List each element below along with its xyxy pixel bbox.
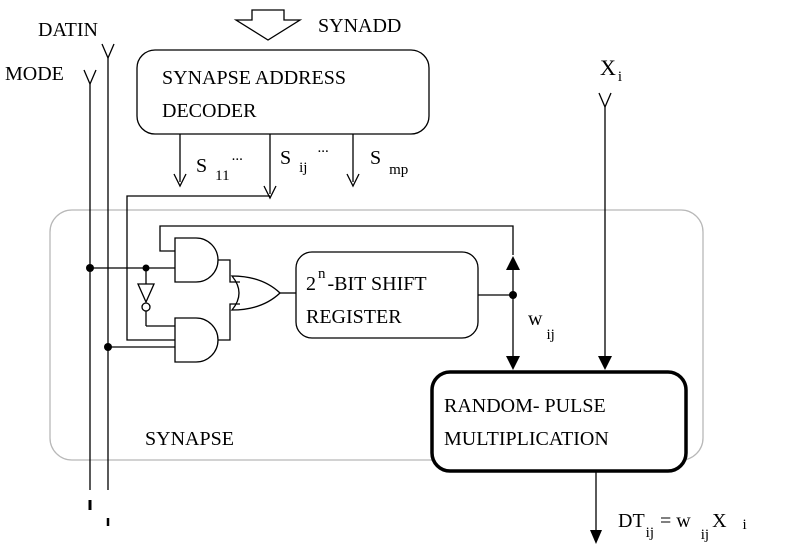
inverter-bubble-icon	[141, 302, 151, 312]
and1-to-or-wire	[218, 259, 240, 283]
weight-arrow-icon	[506, 356, 520, 370]
decoder-title-line1: SYNAPSE ADDRESS	[162, 67, 346, 89]
mode-label: MODE	[5, 63, 64, 85]
s11-arrow-icon	[173, 173, 187, 188]
and2-to-or-wire	[218, 303, 240, 341]
xi-input-icon	[598, 92, 612, 109]
output-arrow-icon	[590, 530, 602, 544]
mode-junction	[86, 264, 94, 272]
datin-input-icon	[101, 43, 115, 60]
random-pulse-multiplication	[430, 370, 688, 473]
decoder-title-line2: DECODER	[162, 100, 257, 122]
weight-label: wij	[528, 308, 555, 343]
and-gate-1-icon	[174, 237, 219, 283]
synapse-address-decoder	[136, 49, 430, 135]
multiplier-line1: RANDOM- PULSE	[444, 395, 606, 417]
datin-junction	[104, 343, 112, 351]
mode-input-icon	[83, 69, 97, 86]
smp-arrow-icon	[346, 173, 360, 188]
datin-label: DATIN	[38, 19, 98, 41]
or-gate-icon	[230, 275, 281, 311]
feedback-wire	[159, 225, 514, 255]
synapse-boundary	[49, 209, 704, 461]
shift-register-line2: REGISTER	[306, 306, 402, 328]
feedback-arrow-icon	[506, 256, 520, 270]
synapse-label: SYNAPSE	[145, 428, 234, 450]
multiplier-line2: MULTIPLICATION	[444, 428, 609, 450]
smp-label: Smp	[370, 147, 408, 178]
xi-arrow-icon	[598, 356, 612, 370]
and-gate-2-icon	[174, 317, 219, 363]
synadd-label: SYNADD	[318, 15, 401, 37]
sij-arrow-icon	[263, 185, 277, 200]
synadd-arrow-icon	[233, 9, 303, 41]
inverter-icon	[136, 283, 156, 304]
